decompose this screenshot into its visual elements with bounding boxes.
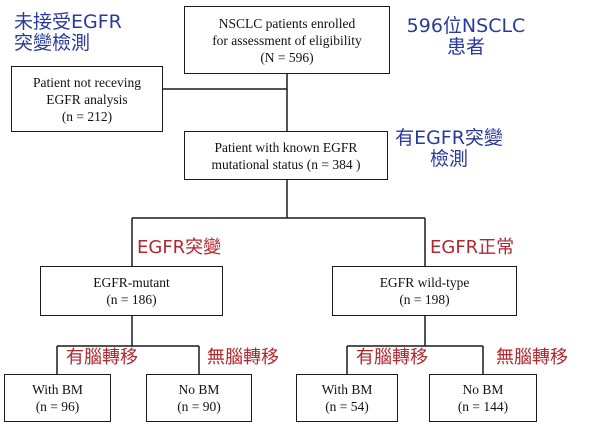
box-known-status-line1: Patient with known EGFR	[214, 139, 358, 155]
box-enrolled-line1: NSCLC patients enrolled	[218, 15, 356, 31]
box-enrolled-line3: (N = 596)	[260, 49, 314, 65]
box-not-receiving-line2: EGFR analysis	[46, 91, 128, 107]
annotation-total-line1: 596位NSCLC	[406, 15, 526, 37]
box-wild-no-bm-line2: (n = 144)	[457, 399, 509, 414]
box-known-status: Patient with known EGFR mutational statu…	[184, 131, 388, 180]
annotation-egfr-normal: EGFR正常	[430, 237, 515, 258]
box-egfr-mutant-line2: (n = 186)	[106, 292, 157, 307]
annotation-not-tested: 未接受EGFR 突變檢測	[14, 12, 122, 54]
annotation-wild-with-bm: 有腦轉移	[356, 347, 428, 368]
box-mutant-no-bm-line2: (n = 90)	[177, 399, 221, 414]
box-wild-with-bm-line2: (n = 54)	[325, 399, 369, 414]
box-egfr-wild-type-line1: EGFR wild-type	[379, 275, 470, 290]
box-known-status-line2: mutational status (n = 384 )	[211, 156, 361, 172]
box-mutant-with-bm: With BM (n = 96)	[4, 374, 111, 422]
box-not-receiving-line1: Patient not receving	[33, 74, 141, 90]
box-egfr-mutant: EGFR-mutant (n = 186)	[40, 266, 223, 316]
annotation-tested: 有EGFR突變 檢測	[388, 128, 510, 170]
annotation-total-line2: 患者	[446, 35, 485, 58]
box-egfr-mutant-line1: EGFR-mutant	[93, 275, 170, 290]
box-wild-with-bm-line1: With BM	[321, 382, 373, 397]
box-wild-no-bm: No BM (n = 144)	[429, 374, 537, 422]
annotation-wild-no-bm: 無腦轉移	[496, 347, 568, 368]
annotation-not-tested-line1: 未接受EGFR	[14, 11, 122, 33]
annotation-mutant-no-bm: 無腦轉移	[207, 347, 279, 368]
annotation-mutant-with-bm: 有腦轉移	[66, 347, 138, 368]
box-enrolled: NSCLC patients enrolled for assessment o…	[184, 6, 390, 74]
annotation-tested-line1: 有EGFR突變	[395, 127, 503, 149]
box-mutant-with-bm-line1: With BM	[32, 382, 83, 397]
box-enrolled-line2: for assessment of eligibility	[212, 32, 362, 48]
box-mutant-no-bm: No BM (n = 90)	[146, 374, 252, 422]
box-mutant-no-bm-line1: No BM	[178, 382, 220, 397]
box-not-receiving: Patient not receving EGFR analysis (n = …	[11, 66, 163, 132]
annotation-not-tested-line2: 突變檢測	[14, 31, 91, 54]
box-egfr-wild-type: EGFR wild-type (n = 198)	[332, 266, 517, 316]
box-egfr-wild-type-line2: (n = 198)	[399, 292, 450, 307]
annotation-tested-line2: 檢測	[429, 147, 468, 170]
annotation-egfr-mutant: EGFR突變	[137, 237, 222, 258]
box-wild-with-bm: With BM (n = 54)	[296, 374, 398, 422]
annotation-total: 596位NSCLC 患者	[404, 16, 528, 58]
box-not-receiving-line3: (n = 212)	[61, 108, 113, 124]
box-wild-no-bm-line1: No BM	[462, 382, 504, 397]
box-mutant-with-bm-line2: (n = 96)	[35, 399, 80, 414]
